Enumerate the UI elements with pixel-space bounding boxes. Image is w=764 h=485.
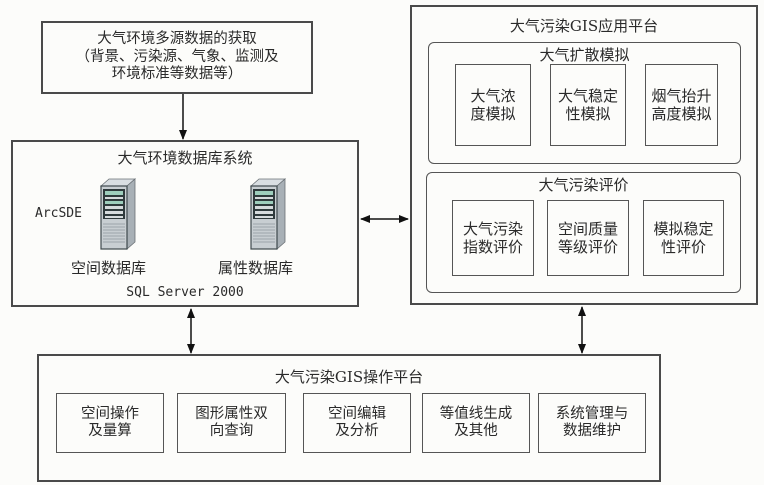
attribute-database-server-icon [247,178,287,250]
module-label-line2: 数据维护 [563,423,621,439]
plume-rise-simulation-module: 烟气抬升 高度模拟 [645,64,718,146]
diffusion-simulation-group: 大气扩散模拟 大气浓 度模拟 大气稳定 性模拟 烟气抬升 高度模拟 [428,42,741,164]
data-acquisition-title: 大气环境多源数据的获取 [97,31,257,48]
sql-server-label: SQL Server 2000 [126,285,244,300]
database-system-box: 大气环境数据库系统 ArcSDE 空间数据库 [11,140,359,307]
module-label-line2: 及量算 [88,423,132,439]
module-label-line1: 大气浓 [470,87,516,105]
module-label-line1: 烟气抬升 [651,87,712,105]
module-label-line2: 性评价 [660,238,706,256]
module-label-line2: 向查询 [209,423,254,439]
data-acquisition-box: 大气环境多源数据的获取 （背景、污染源、气象、监测及 环境标准等数据等） [41,21,313,94]
module-label-line2: 性模拟 [565,105,611,123]
attribute-database-label: 属性数据库 [218,259,294,277]
gis-application-platform-title: 大气污染GIS应用平台 [509,17,659,35]
spatial-operation-module: 空间操作 及量算 [56,393,164,453]
concentration-simulation-module: 大气浓 度模拟 [455,64,531,146]
module-label-line1: 大气稳定 [557,87,618,105]
module-label-line1: 空间操作 [81,405,139,422]
gis-application-platform-box: 大气污染GIS应用平台 大气扩散模拟 大气浓 度模拟 大气稳定 性模拟 烟气抬升… [410,5,758,305]
stability-simulation-module: 大气稳定 性模拟 [550,64,626,146]
contour-generation-module: 等值线生成 及其他 [422,393,530,453]
module-label-line1: 等值线生成 [439,405,513,422]
module-label-line1: 空间质量 [557,220,618,238]
spatial-database-server-icon [97,178,137,250]
module-label-line2: 及分析 [335,423,379,439]
diffusion-simulation-title: 大气扩散模拟 [539,46,630,64]
module-label-line1: 空间编辑 [328,405,386,422]
module-label-line2: 度模拟 [470,105,516,123]
data-acquisition-line2: （背景、污染源、气象、监测及 [75,48,279,65]
module-label-line2: 及其他 [454,423,498,439]
spatial-database-label: 空间数据库 [71,259,147,277]
module-label-line1: 系统管理与 [555,405,629,422]
simulation-stability-evaluation-module: 模拟稳定 性评价 [643,200,724,276]
module-label-line1: 大气污染 [462,220,523,238]
arcsde-label: ArcSDE [35,206,82,221]
spatial-editing-module: 空间编辑 及分析 [303,393,411,453]
spatial-quality-grade-module: 空间质量 等级评价 [547,200,629,276]
pollution-index-evaluation-module: 大气污染 指数评价 [452,200,534,276]
graphic-attribute-query-module: 图形属性双 向查询 [177,393,286,453]
system-management-module: 系统管理与 数据维护 [538,393,646,453]
module-label-line2: 等级评价 [557,238,618,256]
data-acquisition-line3: 环境标准等数据等） [111,66,243,83]
gis-operation-platform-title: 大气污染GIS操作平台 [274,368,424,386]
pollution-evaluation-title: 大气污染评价 [538,176,629,194]
module-label-line1: 图形属性双 [195,405,268,422]
module-label-line2: 高度模拟 [651,105,712,123]
pollution-evaluation-group: 大气污染评价 大气污染 指数评价 空间质量 等级评价 模拟稳定 性评价 [426,172,741,293]
module-label-line2: 指数评价 [462,238,523,256]
database-system-title: 大气环境数据库系统 [117,149,253,167]
gis-operation-platform-box: 大气污染GIS操作平台 空间操作 及量算 图形属性双 向查询 空间编辑 及分析 … [37,354,661,482]
module-label-line1: 模拟稳定 [653,220,714,238]
